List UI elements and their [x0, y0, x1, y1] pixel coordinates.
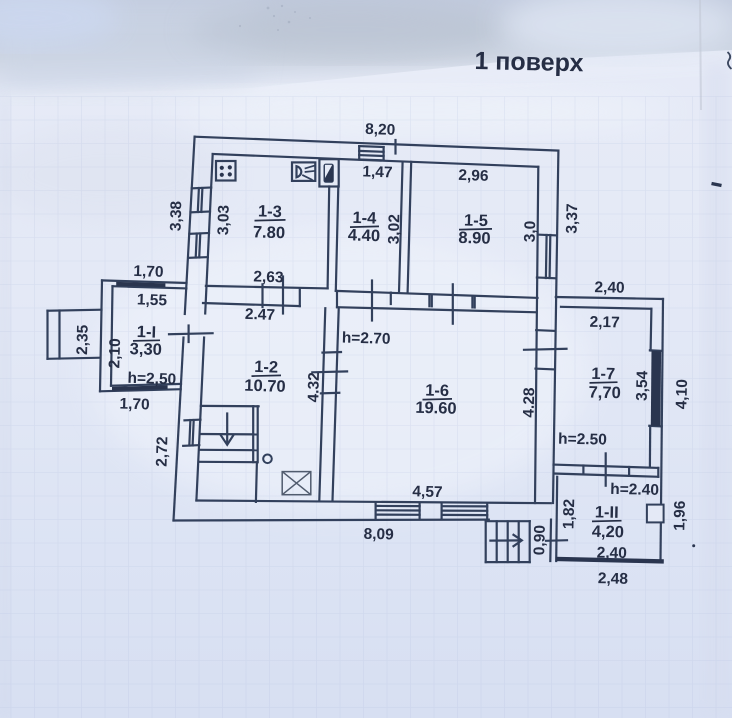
svg-text:2.47: 2.47 — [245, 306, 276, 324]
svg-text:4,10: 4,10 — [673, 379, 691, 410]
svg-text:3,54: 3,54 — [634, 370, 652, 401]
svg-text:1,96: 1,96 — [671, 500, 689, 531]
svg-text:4.32: 4.32 — [305, 372, 323, 403]
svg-text:2,35: 2,35 — [74, 324, 92, 355]
svg-text:19.60: 19.60 — [415, 399, 457, 418]
svg-text:1-I: 1-I — [137, 323, 157, 342]
svg-text:1-7: 1-7 — [591, 365, 615, 383]
svg-text:3,02: 3,02 — [386, 214, 404, 245]
svg-text:1,82: 1,82 — [560, 499, 578, 530]
svg-text:4.28: 4.28 — [521, 387, 539, 418]
svg-text:3,37: 3,37 — [564, 203, 582, 234]
svg-text:h=2.70: h=2.70 — [342, 330, 391, 348]
svg-text:10.70: 10.70 — [244, 377, 286, 396]
svg-text:3,30: 3,30 — [129, 340, 162, 359]
svg-text:1,70: 1,70 — [119, 396, 150, 414]
svg-text:1-4: 1-4 — [352, 209, 377, 228]
svg-text:h=2.50: h=2.50 — [558, 431, 607, 449]
svg-text:2,96: 2,96 — [458, 167, 489, 185]
svg-text:8,20: 8,20 — [365, 121, 396, 139]
svg-text:3,0: 3,0 — [522, 221, 540, 243]
svg-text:2,40: 2,40 — [597, 544, 628, 562]
svg-text:1 поверх: 1 поверх — [474, 47, 584, 77]
svg-text:1-II: 1-II — [595, 503, 619, 521]
svg-text:7,70: 7,70 — [588, 384, 620, 403]
svg-text:1-3: 1-3 — [258, 202, 282, 221]
svg-text:8.90: 8.90 — [458, 229, 491, 248]
svg-text:1,47: 1,47 — [362, 163, 393, 181]
svg-text:h=2.40: h=2.40 — [610, 481, 659, 499]
svg-text:7.80: 7.80 — [253, 223, 286, 242]
svg-text:4,57: 4,57 — [412, 483, 443, 501]
svg-text:1-2: 1-2 — [254, 358, 278, 377]
svg-text:8,09: 8,09 — [363, 526, 394, 544]
svg-text:2,10: 2,10 — [106, 338, 124, 369]
svg-text:2,17: 2,17 — [589, 314, 620, 332]
svg-text:1,55: 1,55 — [137, 291, 168, 309]
svg-text:2,40: 2,40 — [594, 279, 625, 297]
svg-text:4,20: 4,20 — [592, 523, 624, 542]
svg-text:3,38: 3,38 — [168, 200, 186, 231]
svg-text:4.40: 4.40 — [348, 226, 381, 245]
svg-text:1-6: 1-6 — [425, 381, 449, 400]
svg-text:0,90: 0,90 — [531, 525, 549, 556]
svg-text:2,63: 2,63 — [253, 268, 284, 286]
svg-text:2,48: 2,48 — [598, 570, 629, 588]
svg-text:1,70: 1,70 — [133, 263, 164, 281]
svg-text:2,72: 2,72 — [154, 436, 172, 467]
svg-text:1-5: 1-5 — [464, 211, 488, 230]
svg-text:3,03: 3,03 — [215, 204, 233, 235]
svg-text:h=2,50: h=2,50 — [127, 370, 176, 389]
